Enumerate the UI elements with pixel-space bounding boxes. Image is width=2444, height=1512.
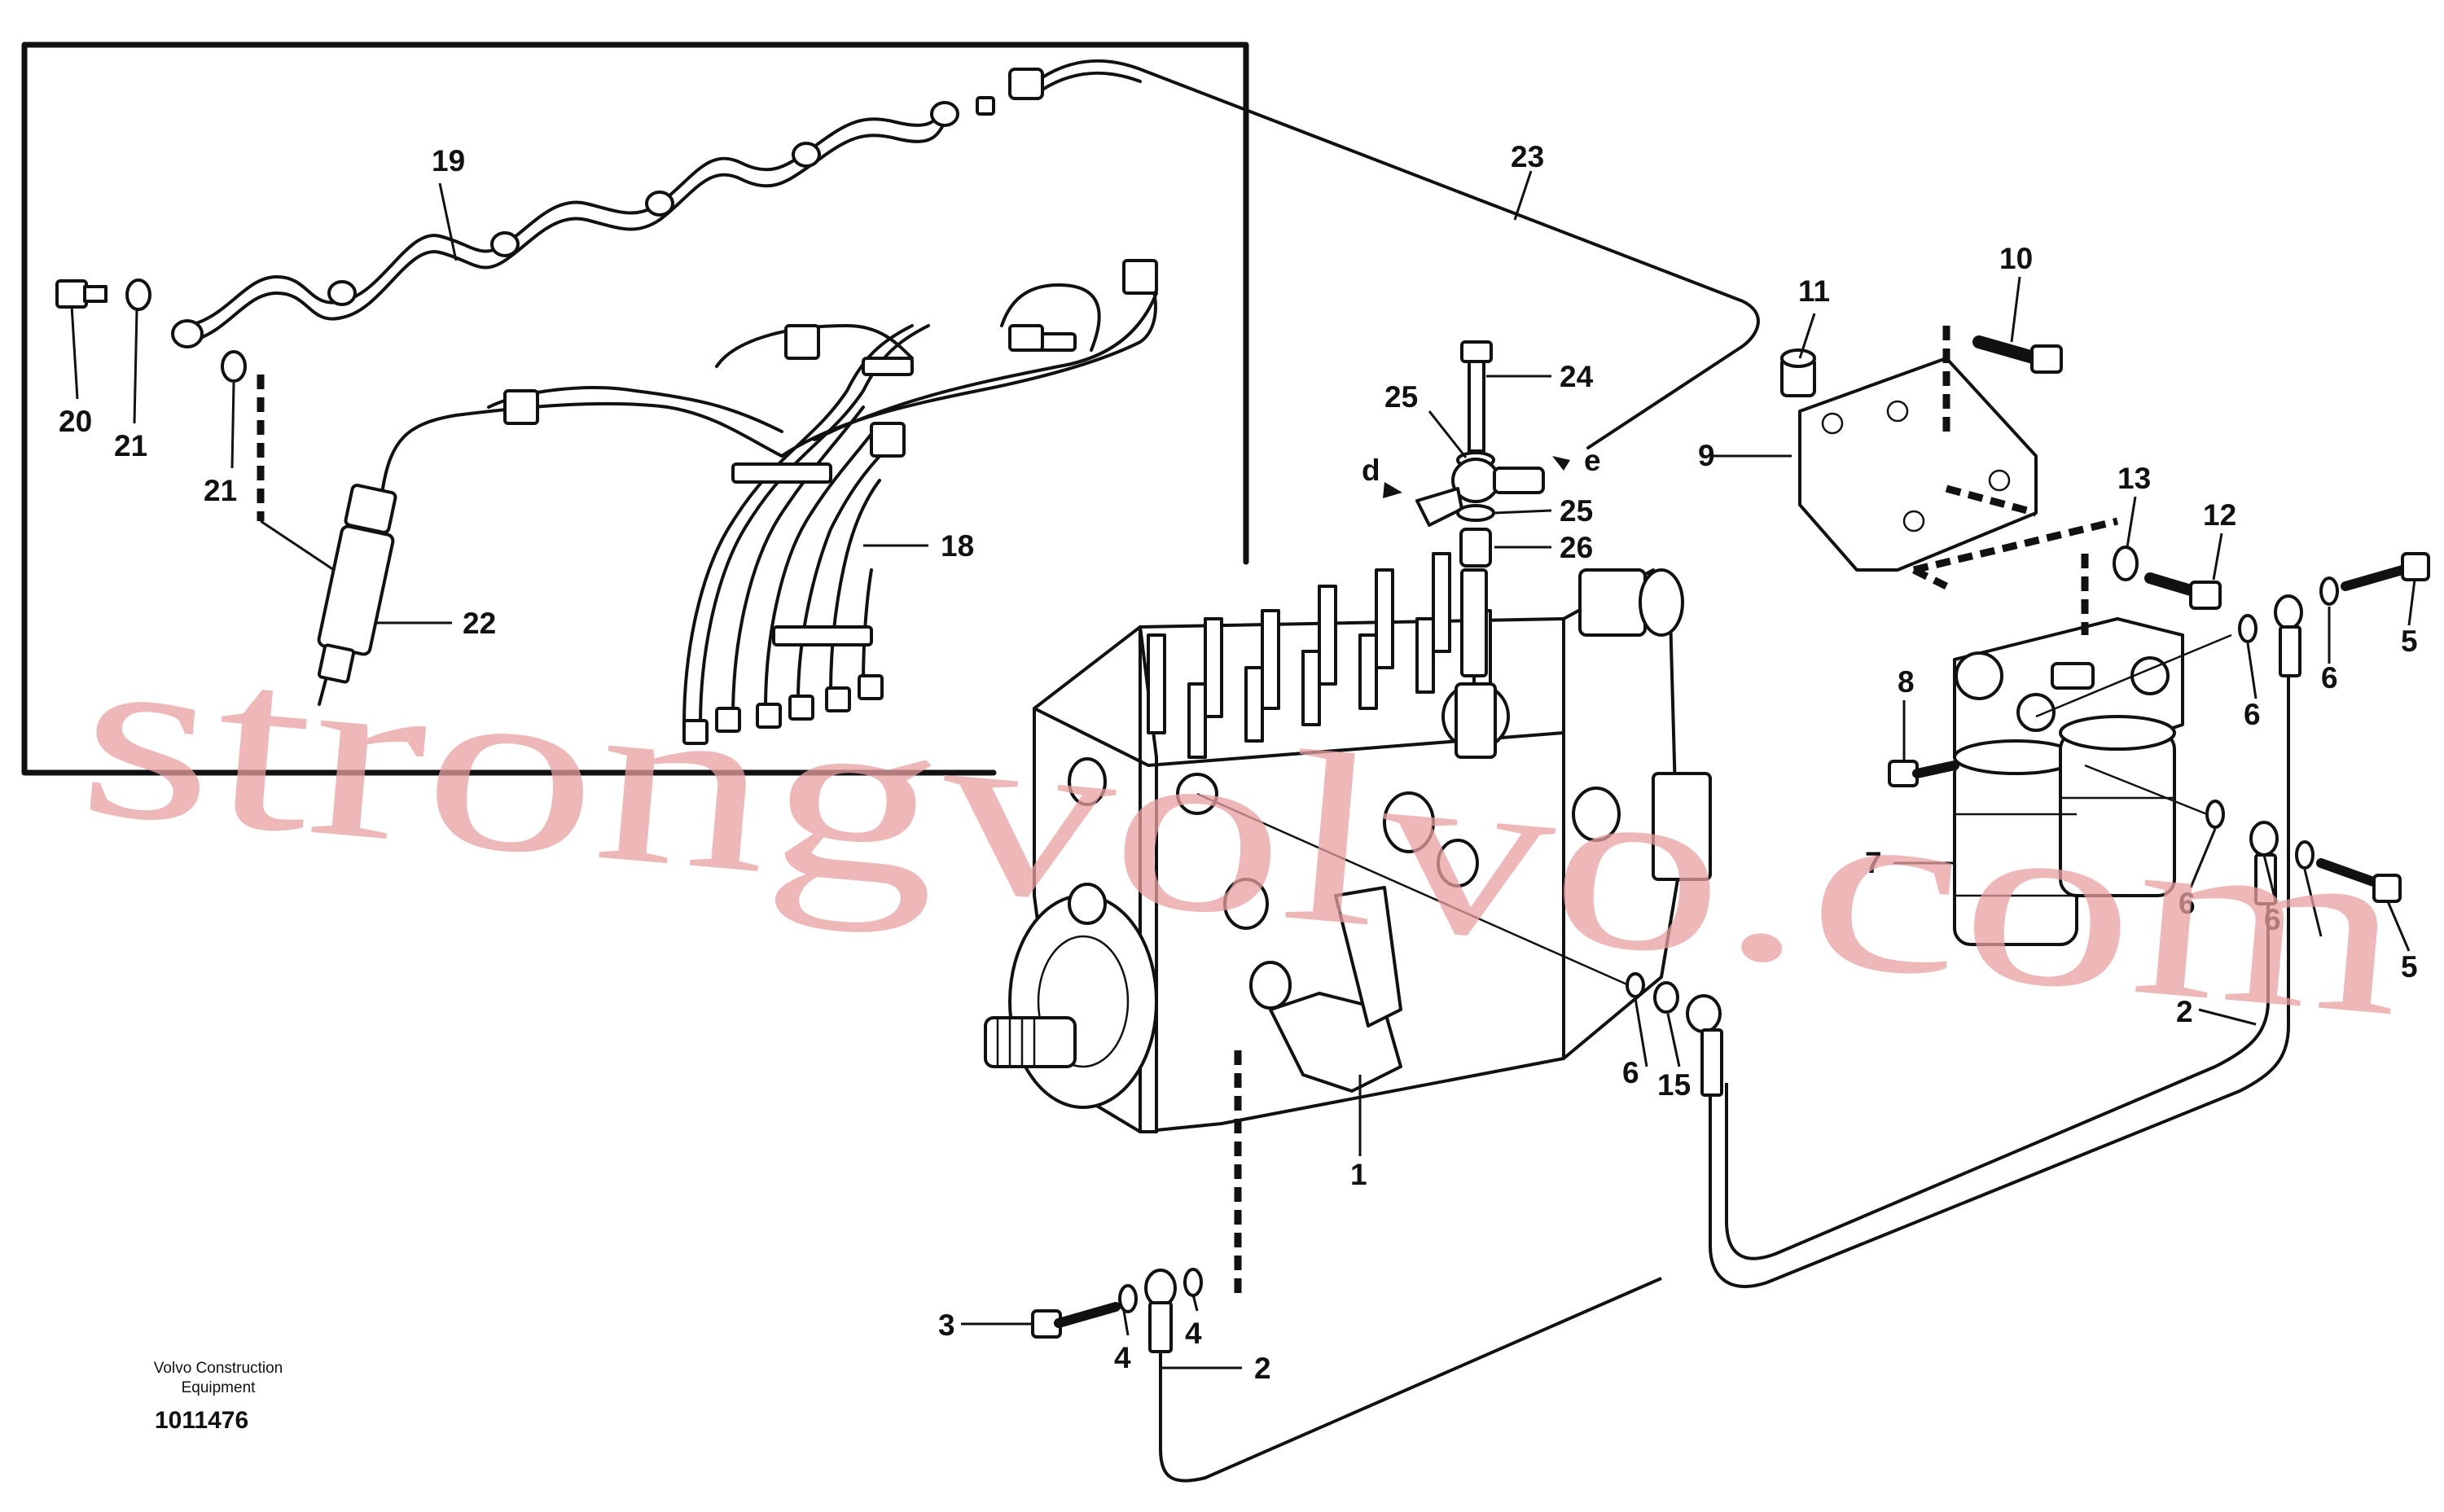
callout-21-upper: 21 [114, 429, 147, 462]
brand-line-1: Volvo Construction [154, 1360, 283, 1377]
callout-5-upper: 5 [2401, 625, 2418, 658]
callout-2-upper: 2 [2176, 995, 2193, 1028]
drawing-number: 1011476 [155, 1407, 248, 1434]
callout-12: 12 [2203, 498, 2236, 532]
callout-22: 22 [463, 607, 496, 640]
callout-4-right: 4 [1185, 1317, 1202, 1350]
callout-6-a: 6 [2244, 698, 2261, 731]
bolt-20 [55, 279, 108, 309]
return-pipe-23 [1041, 59, 1760, 449]
callout-11: 11 [1798, 274, 1830, 308]
callout-18: 18 [941, 529, 974, 563]
callout-3: 3 [938, 1308, 955, 1342]
washer-6-d [2295, 840, 2315, 870]
injection-pump-body [984, 552, 1712, 1133]
callout-24: 24 [1560, 360, 1594, 393]
fuel-line-2-lower [1159, 1277, 1662, 1483]
inset-frame [21, 42, 1249, 776]
washer-4-left [1118, 1284, 1138, 1313]
arrow-d [1383, 482, 1402, 498]
callout-25-upper: 25 [1384, 380, 1418, 414]
fuel-injector-22 [317, 484, 397, 706]
washer-21-lower [221, 350, 247, 383]
washer-13 [2113, 546, 2139, 581]
brand-line-2: Equipment [182, 1379, 257, 1396]
callout-2-lower: 2 [1254, 1352, 1271, 1385]
callout-10: 10 [1999, 242, 2033, 275]
bushing-11 [1780, 348, 1816, 397]
callout-20: 20 [59, 405, 92, 438]
washer-21-upper [125, 278, 151, 311]
callout-7: 7 [1865, 846, 1882, 879]
leader-lines [70, 170, 2416, 1370]
footer: Volvo Construction Equipment 1011476 [154, 1360, 283, 1434]
banjo-fitting [1415, 458, 1545, 527]
fuel-line-2-upper [1725, 904, 2270, 1260]
leak-off-line-19 [171, 68, 1044, 348]
bolt-5-upper [2341, 552, 2430, 591]
washer-6-a [2319, 576, 2339, 606]
callout-6-d: 6 [2264, 903, 2281, 936]
callout-19: 19 [432, 144, 465, 177]
callout-labels: 19 20 21 21 22 18 23 24 25 25 26 d e 9 1… [59, 140, 2418, 1385]
washer-25-lower [1456, 504, 1495, 522]
callout-26: 26 [1560, 531, 1593, 564]
callout-21-lower: 21 [204, 474, 237, 507]
callout-5-lower: 5 [2401, 950, 2418, 984]
injector-lines-18 [381, 259, 1158, 745]
callout-d: d [1362, 454, 1380, 487]
alignment-dashes [257, 326, 2119, 1295]
callout-9: 9 [1698, 439, 1715, 472]
fitting-26 [1459, 528, 1492, 568]
bolt-10 [1972, 335, 2063, 374]
callout-15: 15 [1657, 1068, 1691, 1102]
callout-6-e: 6 [1622, 1056, 1639, 1089]
bolt-3 [1031, 1302, 1121, 1339]
callout-e: e [1584, 444, 1601, 477]
fuel-filter-assembly [1953, 617, 2184, 946]
banjo-fitting-lower-left [1144, 1269, 1177, 1353]
callout-23: 23 [1511, 140, 1544, 173]
bolt-12 [2144, 572, 2222, 610]
bolt-5-lower [2316, 858, 2402, 903]
washer-6-b [2238, 614, 2258, 643]
callout-25-lower: 25 [1560, 494, 1593, 528]
banjo-fitting-upper-right [2274, 594, 2303, 677]
banjo-bolt-24 [1460, 340, 1493, 453]
arrow-e [1552, 456, 1570, 471]
callout-6-b: 6 [2321, 661, 2338, 695]
callout-13: 13 [2117, 462, 2151, 495]
callout-4-left: 4 [1114, 1341, 1131, 1374]
bracket-9 [1798, 357, 2038, 572]
callout-6-c: 6 [2179, 887, 2196, 920]
callout-8: 8 [1898, 665, 1915, 699]
callout-1: 1 [1350, 1158, 1367, 1191]
washer-4-right [1183, 1268, 1203, 1297]
banjo-fitting-15 [1653, 981, 1723, 1097]
